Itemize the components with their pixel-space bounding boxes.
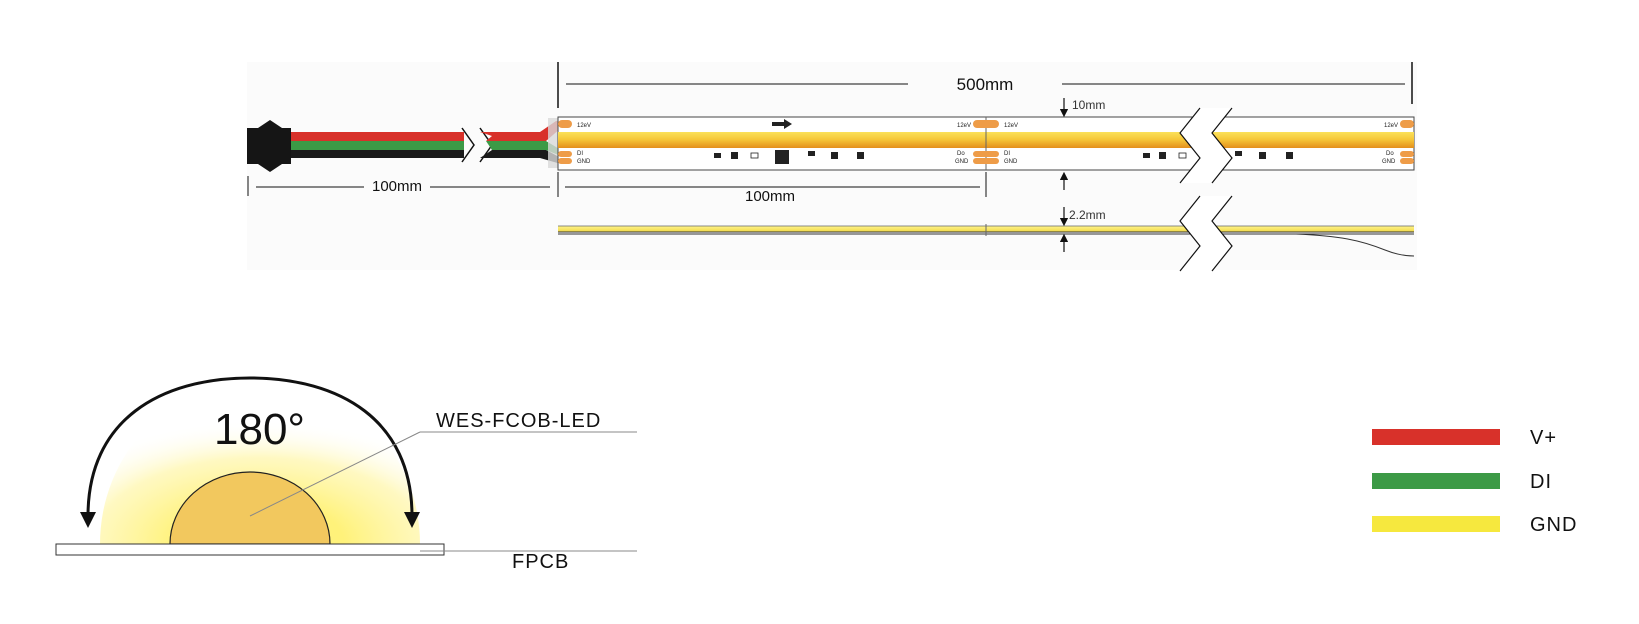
- pad-label-gnd-mid-b: GND: [1004, 159, 1018, 165]
- legend-label-v-plus: V+: [1530, 427, 1557, 449]
- legend-swatch-gnd: [1372, 516, 1500, 532]
- width-label: 10mm: [1072, 98, 1105, 112]
- legend-label-gnd: GND: [1530, 514, 1577, 536]
- pads-middle: [973, 120, 999, 164]
- cob-dome: [169, 471, 331, 545]
- pad-label-gnd-left: GND: [577, 159, 591, 165]
- pad-label-v-mid-a: 12eV: [957, 123, 971, 129]
- wire-red: [291, 132, 464, 141]
- pad-label-gnd-mid-a: GND: [955, 159, 969, 165]
- side-view: [558, 195, 1415, 272]
- ic-chip-icon: [775, 150, 789, 164]
- wire-bundle: [291, 118, 561, 168]
- pad-label-do-right: Do: [1386, 151, 1394, 157]
- pad-label-v-left: 12eV: [577, 123, 591, 129]
- total-length-label: 500mm: [957, 75, 1014, 94]
- dimension-lead-length: [247, 176, 550, 196]
- pad-label-v-mid-b: 12eV: [1004, 123, 1018, 129]
- led-label: WES-FCOB-LED: [436, 410, 601, 432]
- wire-green: [291, 141, 464, 150]
- dimension-segment-length: [557, 172, 987, 197]
- pad-label-v-right: 12eV: [1384, 123, 1398, 129]
- top-view: 12eV DI GND 12eV 12eV Do DI GND GND 12eV…: [247, 62, 1415, 205]
- pad-label-gnd-right: GND: [1382, 159, 1396, 165]
- beam-arc-arrow-icon: [86, 376, 414, 517]
- beam-angle-label: 180°: [214, 405, 305, 454]
- pad-label-di-left: DI: [577, 151, 583, 157]
- legend-swatch-di: [1372, 473, 1500, 489]
- beam-angle-diagram: [55, 376, 637, 556]
- pad-label-do-mid: Do: [957, 151, 965, 157]
- components-segment-2: [1143, 151, 1293, 159]
- fpcb-label: FPCB: [512, 551, 569, 573]
- thickness-label: 2.2mm: [1069, 208, 1106, 222]
- fpcb-board: [55, 543, 445, 556]
- pads-left: [558, 120, 572, 164]
- wire-legend: V+ DI GND: [1372, 427, 1577, 536]
- components-segment-1: [714, 150, 864, 164]
- connector-plug: [247, 120, 291, 172]
- wire-black: [291, 150, 464, 158]
- pads-right: [1400, 120, 1414, 164]
- strip-break: [1179, 107, 1233, 184]
- lead-length-label: 100mm: [372, 178, 422, 195]
- pad-label-di-mid: DI: [1004, 151, 1010, 157]
- dimension-total-length: [557, 62, 1413, 108]
- segment-length-label: 100mm: [745, 188, 795, 205]
- legend-label-di: DI: [1530, 471, 1552, 493]
- legend-swatch-v-plus: [1372, 429, 1500, 445]
- direction-arrow-icon: [772, 119, 792, 129]
